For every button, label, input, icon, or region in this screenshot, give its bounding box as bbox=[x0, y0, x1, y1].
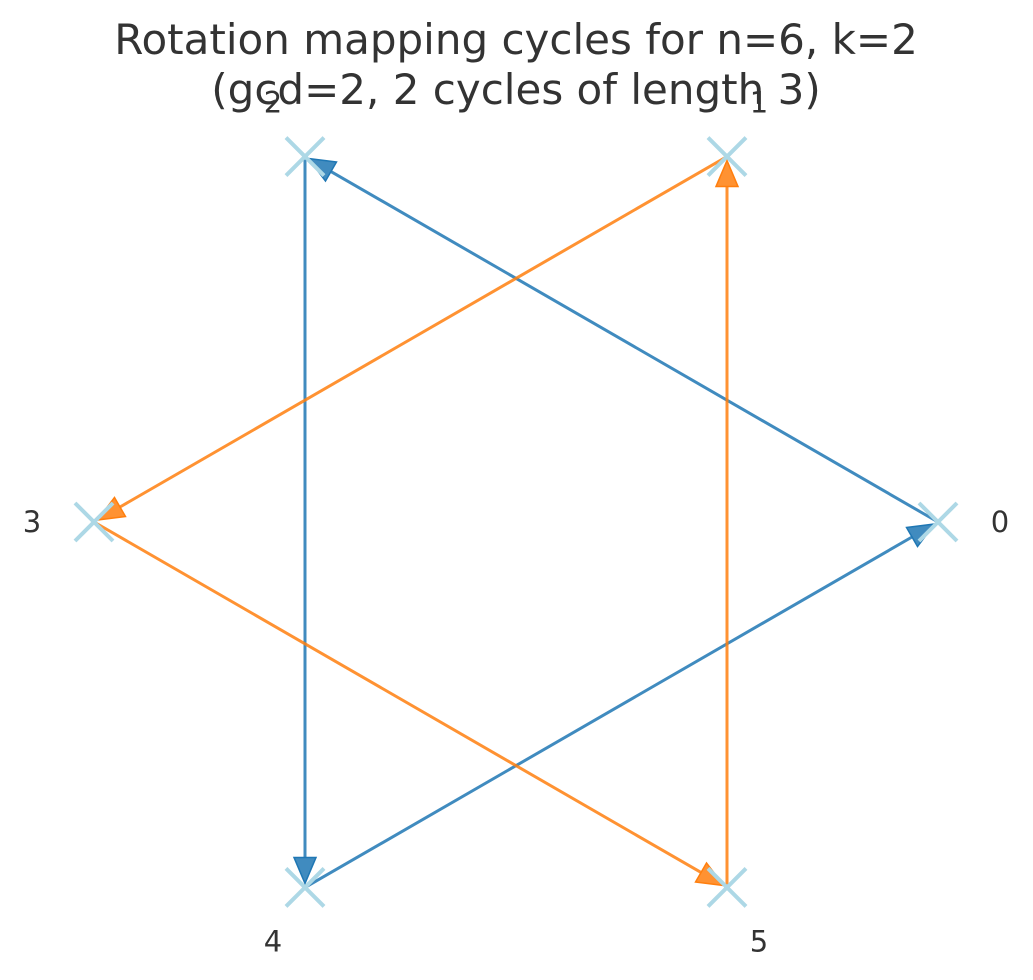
node-marker-3 bbox=[73, 501, 115, 543]
title-line-2: (gcd=2, 2 cycles of length 3) bbox=[211, 65, 820, 114]
diagram-title: Rotation mapping cycles for n=6, k=2 (gc… bbox=[114, 15, 918, 114]
node-label-1: 1 bbox=[750, 86, 768, 120]
node-label-2: 2 bbox=[264, 86, 282, 120]
arrowhead bbox=[714, 158, 740, 188]
labels-layer: 0 1 2 3 4 5 bbox=[23, 86, 1009, 959]
x-marker-stroke bbox=[706, 136, 748, 177]
node-label-3: 3 bbox=[23, 505, 41, 539]
edges-layer bbox=[93, 155, 939, 889]
x-marker-stroke bbox=[73, 501, 115, 543]
node-label-0: 0 bbox=[991, 505, 1009, 539]
node-marker-2 bbox=[284, 136, 326, 177]
edge-line bbox=[93, 520, 702, 874]
edge-0-to-2 bbox=[306, 157, 939, 524]
edge-line bbox=[304, 535, 913, 889]
node-marker-0 bbox=[917, 501, 959, 543]
edge-4-to-0 bbox=[304, 523, 937, 889]
node-marker-4 bbox=[284, 867, 326, 908]
title-line-1: Rotation mapping cycles for n=6, k=2 bbox=[114, 15, 918, 64]
arrowhead bbox=[292, 856, 318, 886]
x-marker-stroke bbox=[284, 136, 326, 177]
edge-2-to-4 bbox=[292, 156, 318, 886]
edge-line bbox=[119, 155, 728, 509]
node-marker-5 bbox=[706, 867, 748, 908]
edge-line bbox=[330, 170, 939, 524]
nodes-layer bbox=[73, 136, 959, 908]
x-marker-stroke bbox=[917, 501, 959, 543]
edge-5-to-1 bbox=[714, 158, 740, 888]
x-marker-stroke bbox=[706, 867, 748, 908]
node-label-5: 5 bbox=[750, 924, 768, 958]
edge-1-to-3 bbox=[95, 155, 728, 521]
node-label-4: 4 bbox=[264, 924, 282, 958]
edge-3-to-5 bbox=[93, 520, 726, 887]
x-marker-stroke bbox=[284, 867, 326, 908]
node-marker-1 bbox=[706, 136, 748, 177]
